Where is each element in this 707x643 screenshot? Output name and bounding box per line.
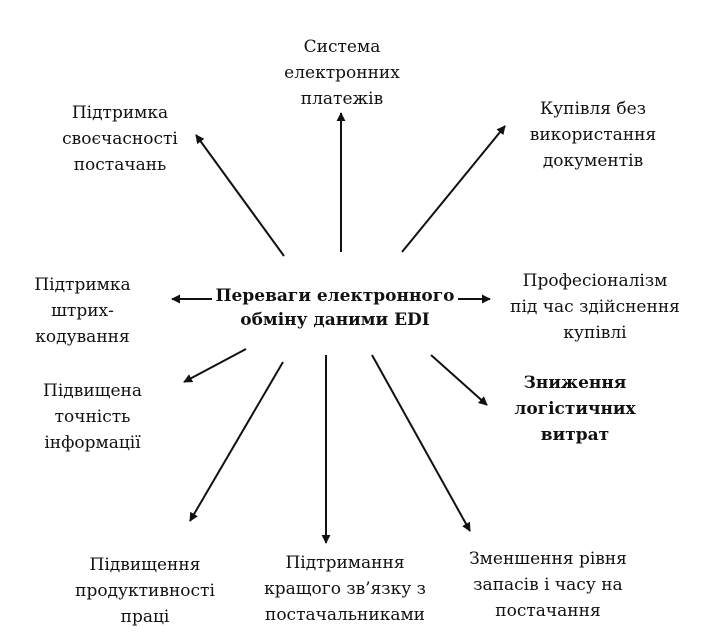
center-topic-line: Переваги електронного [215, 286, 455, 306]
benefit-line: логістичних [514, 399, 636, 419]
benefit-purchasing-professionalism: Професіоналізм під час здійснення купівл… [500, 268, 690, 346]
benefit-line: Підтримання [285, 553, 405, 573]
arrow-to-timely-delivery-support [195, 134, 285, 257]
benefit-line: точність [54, 407, 131, 427]
benefit-line: постачальниками [264, 605, 426, 625]
benefit-line: продуктивності [75, 581, 215, 601]
benefit-line: Купівля без [540, 99, 646, 119]
benefit-line: Зниження [523, 373, 627, 393]
benefit-line: кращого зв’язку з [264, 579, 426, 599]
benefit-payment-system: Система електронних платежів [262, 34, 422, 112]
arrow-to-information-accuracy [183, 348, 247, 383]
benefit-inventory-lead-time-reduction: Зменшення рівня запасів і часу на постач… [448, 546, 648, 624]
benefit-line: платежів [300, 89, 384, 109]
arrow-to-logistics-cost-reduction [430, 354, 488, 406]
center-topic: Переваги електронного обміну даними EDI [215, 284, 455, 332]
benefit-timely-delivery-support: Підтримка своєчасності постачань [40, 100, 200, 178]
benefit-productivity-increase: Підвищення продуктивності праці [60, 552, 230, 630]
benefit-line: Професіоналізм [522, 271, 668, 291]
benefit-line: під час здійснення [510, 297, 680, 317]
benefit-line: використання [529, 125, 657, 145]
benefit-barcoding-support: Підтримка штрих- кодування [15, 272, 150, 350]
benefit-line: Система [303, 37, 381, 57]
benefit-line: запасів і часу на [473, 575, 623, 595]
benefit-line: штрих- [51, 301, 114, 321]
benefit-information-accuracy: Підвищена точність інформації [15, 378, 170, 456]
benefit-line: Зменшення рівня [469, 549, 627, 569]
benefit-line: документів [542, 151, 644, 171]
benefit-line: купівлі [563, 323, 627, 343]
benefit-line: інформації [44, 433, 141, 453]
benefit-line: Підтримка [71, 103, 169, 123]
benefit-line: кодування [35, 327, 130, 347]
benefit-line: Підвищення [89, 555, 201, 575]
benefit-logistics-cost-reduction: Зниження логістичних витрат [495, 370, 655, 448]
arrow-to-paperless-purchasing [401, 125, 506, 253]
benefit-line: постачання [495, 601, 601, 621]
benefit-line: витрат [540, 425, 610, 445]
benefit-line: Підвищена [43, 381, 142, 401]
arrow-to-inventory-lead-time-reduction [371, 354, 471, 532]
benefit-paperless-purchasing: Купівля без використання документів [508, 96, 678, 174]
benefit-line: праці [120, 607, 170, 627]
arrow-to-productivity-increase [189, 361, 284, 522]
center-topic-line: обміну даними EDI [240, 310, 430, 330]
benefit-supplier-communication: Підтримання кращого зв’язку з постачальн… [255, 550, 435, 628]
benefit-line: постачань [73, 155, 167, 175]
benefit-line: своєчасності [62, 129, 178, 149]
benefit-line: Підтримка [34, 275, 131, 295]
benefit-line: електронних [284, 63, 400, 83]
